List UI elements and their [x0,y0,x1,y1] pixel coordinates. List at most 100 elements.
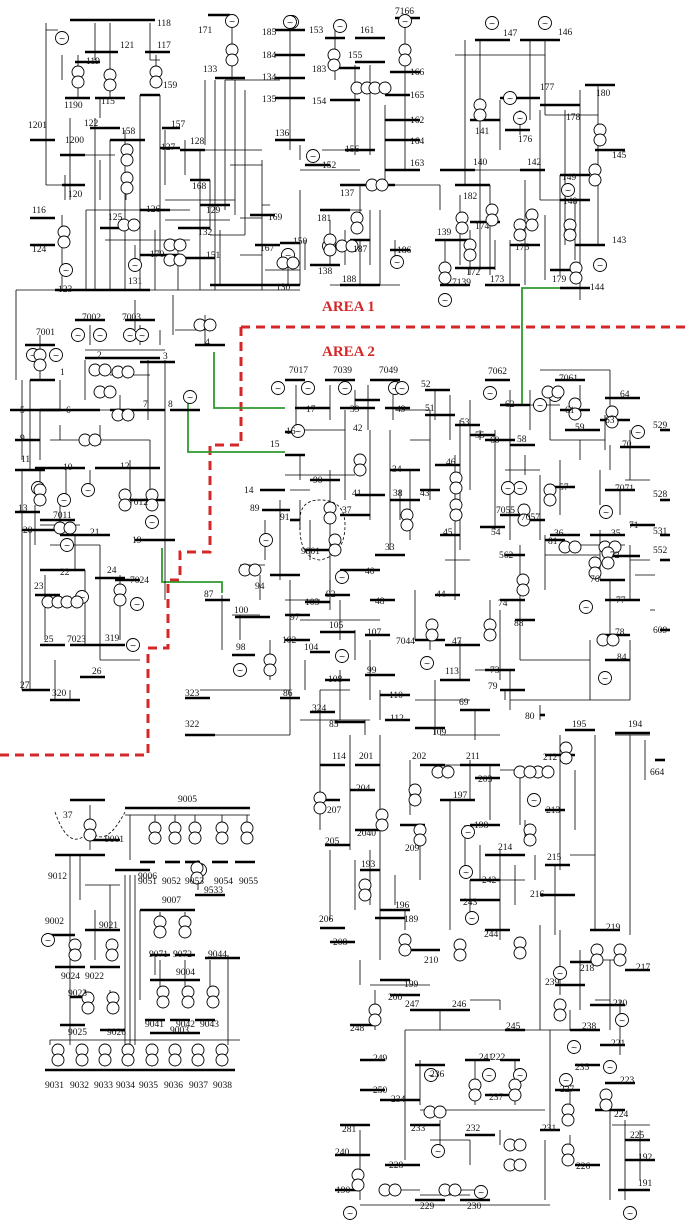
bus-label-7002: 7002 [82,313,101,323]
bus-label-246: 246 [452,1000,467,1010]
generator-symbol: ~ [295,427,302,436]
generator-icon: ~ [126,638,140,652]
bus-label-9072: 9072 [173,950,192,960]
transformer-icon [553,998,567,1022]
bus-label-181: 181 [317,214,332,224]
bus-label-90: 90 [313,476,323,486]
bus-label-2040: 2040 [357,829,376,839]
transformer-icon [93,385,117,399]
generator-symbol: ~ [342,384,349,393]
bus-label-9035: 9035 [139,1081,158,1091]
bus-label-8: 8 [168,400,173,410]
bus-label-130: 130 [276,283,291,293]
bus-label-1201: 1201 [28,121,47,131]
transformer-icon [41,595,65,609]
transformer-icon [156,985,170,1009]
bus-label-201: 201 [359,752,374,762]
transformer-icon [463,238,477,262]
devices: ~~~~~~~~~~~~~~~~~~~~~~~~~~~~~~~~~~~~~~~~… [26,14,645,1220]
generator-icon: ~ [465,911,479,925]
generator-symbol: ~ [85,486,92,495]
bus-label-7055: 7055 [496,506,515,516]
bus-label-178: 178 [566,113,581,123]
bus-label-63: 63 [605,416,615,426]
generator-symbol: ~ [394,258,401,267]
tie-line-144-62 [521,287,562,405]
area-1-label: AREA 1 [322,299,375,315]
transformer-icon [563,218,577,242]
bus-label-131: 131 [128,277,143,287]
transformer-icon [163,238,187,252]
transformer-icon [350,211,364,235]
generator-icon: ~ [461,825,475,839]
transformer-icon [188,821,202,845]
bus-label-150: 150 [293,237,308,247]
transformer-icon [238,563,262,577]
generator-icon: ~ [93,328,107,342]
transformer-icon [503,1158,527,1172]
bus-label-86: 86 [283,689,293,699]
transformer-icon [33,348,47,372]
bus-label-71: 71 [629,521,639,531]
bus-label-217: 217 [636,963,651,973]
bus-label-9012: 9012 [48,872,67,882]
bus-label-137: 137 [340,189,355,199]
generator-symbol: ~ [399,384,406,393]
transformer-icon [559,741,573,765]
bus-label-9041: 9041 [145,1020,164,1030]
generator-icon: ~ [81,483,95,497]
bus-label-7023: 7023 [67,635,86,645]
bus-label-44: 44 [436,590,446,600]
transformer-icon [168,1043,182,1067]
bus-label-9031: 9031 [45,1081,64,1091]
generator-icon: ~ [145,515,159,529]
generator-symbol: ~ [263,536,270,545]
generator-symbol: ~ [139,331,146,340]
generator-icon: ~ [333,19,347,33]
bus-label-25: 25 [44,635,54,645]
generator-icon: ~ [482,1068,496,1082]
bus-label-7003: 7003 [122,313,141,323]
generator-icon: ~ [398,14,412,28]
bus-label-223: 223 [620,1076,635,1086]
generator-symbol: ~ [149,518,156,527]
bus-label-228: 228 [389,1161,404,1171]
bus-label-136: 136 [275,129,290,139]
generator-symbol: ~ [465,828,472,837]
transformer-icon [313,791,327,815]
generator-icon: ~ [259,533,273,547]
transformer-icon [485,203,499,227]
generator-icon: ~ [561,183,575,197]
transformer-icon [327,48,341,72]
transformer-icon [408,783,422,807]
bus-label-20: 20 [23,526,33,536]
transformer-icon [483,618,497,642]
bus-label-234: 234 [391,1095,406,1105]
bus-label-5: 5 [20,406,25,416]
transformer-icon [601,546,615,570]
transformer-icon [120,171,134,195]
bus-label-240: 240 [335,1148,350,1158]
transformer-icon [323,233,337,257]
bus-label-142: 142 [527,158,542,168]
transformer-icon [113,583,127,607]
bus-label-176: 176 [518,135,533,145]
area-2-label: AREA 2 [322,344,375,360]
generator-icon: ~ [579,600,593,614]
bus-label-7166: 7166 [395,7,414,17]
bus-label-9055: 9055 [239,877,258,887]
bus-label-117: 117 [157,41,171,51]
generator-icon: ~ [283,15,297,29]
transformer-icon [323,501,337,525]
bus-label-250: 250 [373,1086,388,1096]
bus-label-664: 664 [650,768,665,778]
generator-symbol: ~ [61,496,68,505]
bus-label-207: 207 [327,806,342,816]
bus-label-76: 76 [590,575,600,585]
bus-label-9001b: 9001 [105,835,124,845]
generator-symbol: ~ [424,659,431,668]
bus-label-221: 221 [611,1039,626,1049]
bus-label-203: 203 [478,775,493,785]
generator-symbol: ~ [537,401,544,410]
generator-symbol: ~ [59,34,66,43]
